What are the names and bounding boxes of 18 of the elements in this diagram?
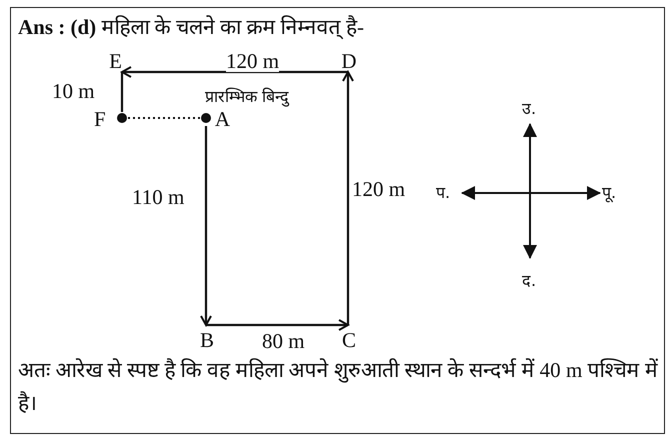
direction-label: उ. [522,98,536,120]
direction-label: द. [522,270,536,292]
arrow [342,71,354,325]
point-label: C [339,325,359,347]
point-label: D [339,50,359,72]
direction-label: पू. [602,182,616,204]
arrow [121,66,348,78]
heading: Ans : (d) महिला के चलने का क्रम निम्नवत् है- [18,14,364,40]
direction-label: प. [436,182,450,204]
arrow [206,319,349,331]
point-caption: प्रारम्भिक बिन्दु [205,86,290,108]
point-label: E [104,54,122,72]
arrow [200,126,212,326]
point-label: A [200,112,230,126]
dotted-line [128,117,200,119]
conclusion-text: अतः आरेख से स्पष्ट है कि वह महिला अपने शुरुआती स्थान के सन्दर्भ में 40 m पश्चिम में है। [18,357,658,417]
point-label: F [94,112,128,126]
point-label: B [198,325,216,347]
